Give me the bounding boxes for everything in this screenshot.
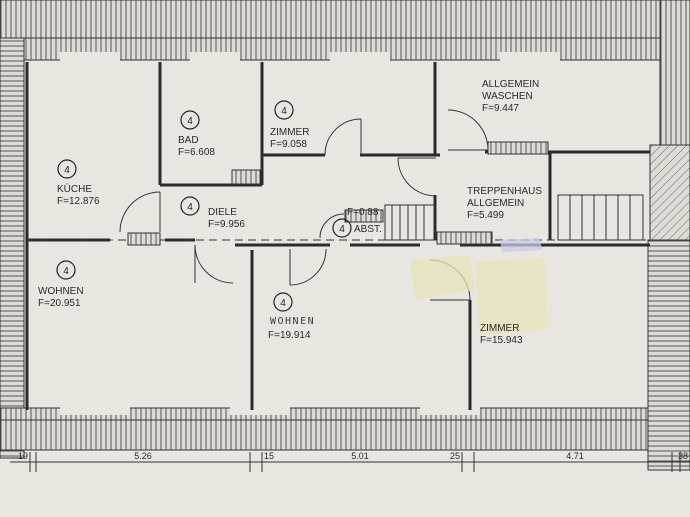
right-wall: [647, 0, 690, 471]
room-wohnen2-area: F=19.914: [268, 330, 311, 341]
dim-5-01: 5.01: [351, 451, 369, 461]
tape-patches: [410, 238, 548, 335]
room-allgemein-name: ALLGEMEIN: [482, 79, 539, 90]
wall-blocks: [127, 141, 549, 246]
dim-4-71: 4.71: [566, 451, 584, 461]
room-diele-name: DIELE: [208, 207, 237, 218]
marker-bad: 4: [187, 116, 193, 127]
marker-wohnen2: 4: [280, 298, 286, 309]
room-bad-name: BAD: [178, 135, 199, 146]
dim-38: 38: [678, 451, 688, 461]
stairs: [384, 194, 644, 241]
marker-kueche: 4: [64, 165, 70, 176]
room-wohnen1-area: F=20.951: [38, 298, 81, 309]
left-wall: [0, 37, 25, 459]
top-wall: [0, 0, 661, 62]
room-abst-name: ABST.: [354, 224, 382, 235]
marker-diele: 4: [187, 202, 193, 213]
room-zimmer2-area: F=15.943: [480, 335, 523, 346]
marker-wohnen1: 4: [63, 266, 69, 277]
room-diele-area: F=9.956: [208, 219, 245, 230]
room-treppenhaus-name2: ALLGEMEIN: [467, 198, 524, 209]
room-treppenhaus-name: TREPPENHAUS: [467, 186, 542, 197]
dim-15: 15: [264, 451, 274, 461]
room-kueche-name: KÜCHE: [57, 183, 92, 195]
marker-zimmer1: 4: [281, 106, 287, 117]
dim-25: 25: [450, 451, 460, 461]
room-treppenhaus-area: F=5.499: [467, 210, 504, 221]
marker-abst: 4: [339, 224, 345, 235]
room-kueche-area: F=12.876: [57, 196, 100, 207]
bottom-wall: [0, 405, 649, 451]
room-bad-area: F=6.608: [178, 147, 215, 158]
dim-5-26: 5.26: [134, 451, 152, 461]
room-allgemein-area: F=9.447: [482, 103, 519, 114]
room-zimmer1-name: ZIMMER: [270, 127, 309, 138]
dim-19: 19: [18, 451, 28, 461]
room-abst-area: F=0.88: [347, 207, 379, 218]
dimension-line: [10, 452, 690, 472]
room-zimmer2-name: ZIMMER: [480, 323, 519, 334]
room-wohnen1-name: WOHNEN: [38, 286, 84, 297]
room-markers: [56, 100, 352, 312]
room-allgemein-name2: WASCHEN: [482, 91, 533, 102]
room-wohnen2-name: WOHNEN: [270, 316, 315, 327]
room-zimmer1-area: F=9.058: [270, 139, 307, 150]
